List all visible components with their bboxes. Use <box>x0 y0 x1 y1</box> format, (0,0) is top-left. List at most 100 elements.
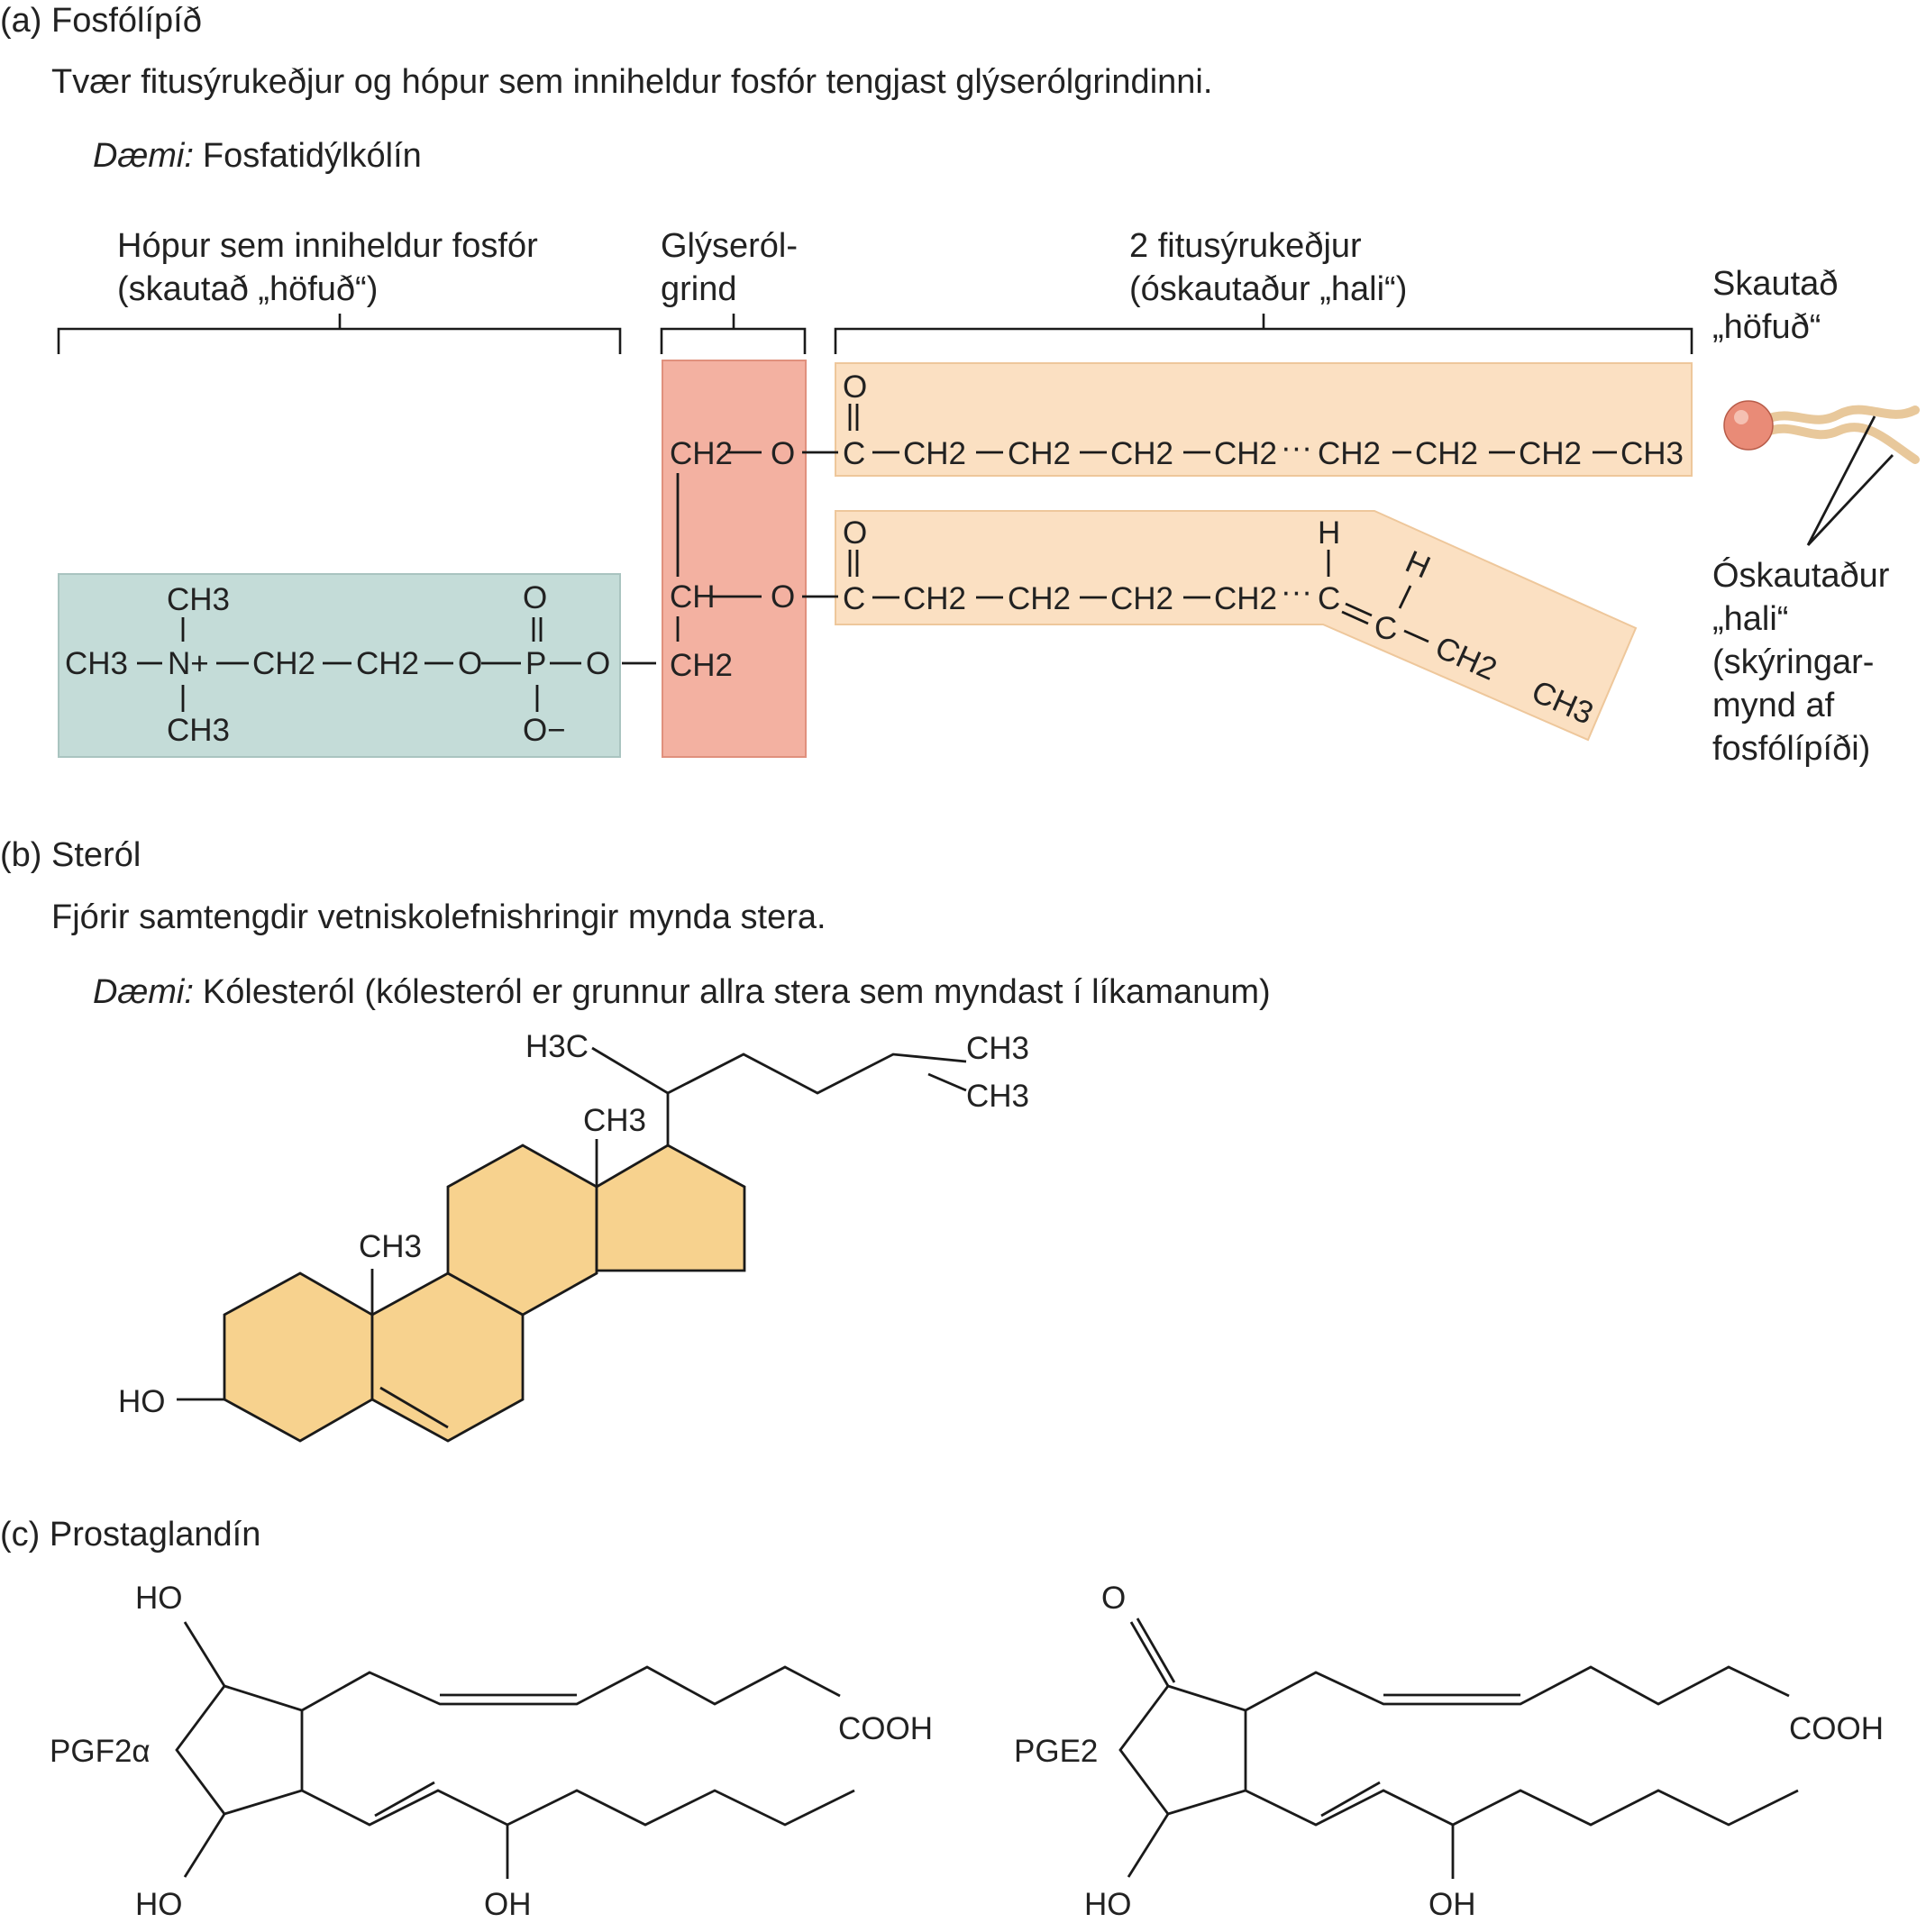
example-name: Kólesteról (kólesteról er grunnur allra … <box>203 973 1271 1011</box>
tail-1-ch2-1: CH2 <box>903 436 966 471</box>
polar-head-label-1: Skautað <box>1712 265 1838 303</box>
head-n-plus: N+ <box>168 646 209 681</box>
head-ch3-top: CH3 <box>167 582 230 617</box>
head-ch3-left: CH3 <box>65 646 128 681</box>
example-label: Dæmi: <box>93 973 194 1011</box>
cholesterol-ch3-b: CH3 <box>583 1103 646 1138</box>
tail-1-ch3: CH3 <box>1620 436 1684 471</box>
tail-2-c-h: C <box>1318 581 1340 616</box>
cholesterol-ch3-a: CH3 <box>359 1229 422 1264</box>
tail-1-box <box>835 362 1693 477</box>
pge2-lower-chain <box>1245 1789 1799 1827</box>
tail-1-ch2-5: CH2 <box>1318 436 1381 471</box>
cholesterol-h3c: H3C <box>525 1029 589 1064</box>
bracket-tails-label-2: (óskautaður „hali“) <box>1129 270 1407 308</box>
methyl-bonds <box>177 1139 598 1401</box>
head-ch2-1: CH2 <box>252 646 315 681</box>
bracket-glycerol <box>660 314 807 354</box>
ring-d <box>595 1144 746 1272</box>
tail-1-c: C <box>843 436 865 471</box>
tail-wave-1 <box>1760 405 1920 424</box>
pge2-upper-chain <box>1245 1665 1790 1712</box>
head-ch2-2: CH2 <box>356 646 419 681</box>
glycerol-c2: CH <box>670 579 716 615</box>
tail-2-ch2-4: CH2 <box>1214 581 1277 616</box>
tail-1-ch2-2: CH2 <box>1008 436 1071 471</box>
cholesterol-ch3-d: CH3 <box>966 1079 1029 1114</box>
pge2-cooh: COOH <box>1789 1711 1884 1746</box>
pgf2a-name: PGF2α <box>50 1734 151 1769</box>
section-b-title: (b) Steról <box>0 836 141 874</box>
glycerol-box <box>662 360 807 758</box>
pge2-structure: O HO OH COOH PGE2 <box>1014 1581 1884 1922</box>
head-group-structure: CH3 CH3 N+ CH2 CH2 O P O O O− CH3 <box>65 580 656 748</box>
tail-2-box <box>835 510 1638 742</box>
nonpolar-tail-label-5: fosfólípíði) <box>1712 730 1870 768</box>
nonpolar-tail-label-2: „hali“ <box>1712 600 1788 638</box>
tail-1-carbonyl-o: O <box>843 369 867 405</box>
tail-1-ch2-3: CH2 <box>1110 436 1173 471</box>
pge2-ho-bottom: HO <box>1084 1887 1132 1922</box>
pgf2a-oh: OH <box>484 1887 532 1922</box>
tail-2-dots: ··· <box>1281 574 1312 609</box>
tail-wave-2 <box>1760 423 1920 464</box>
bracket-tails-label-1: 2 fitusýrukeðjur <box>1129 227 1362 265</box>
pge2-o-top: O <box>1101 1581 1126 1616</box>
pgf2a-lower-chain <box>301 1789 855 1827</box>
cholesterol-side-chain <box>591 1046 967 1145</box>
tail-pointer-lines <box>1806 415 1894 546</box>
ring-c <box>446 1144 598 1317</box>
tail-2-carbonyl-o: O <box>843 515 867 551</box>
tail-2-c-2: C <box>1374 611 1397 646</box>
phospholipid-schematic: Skautað „höfuð“ Óskautaður „hali“ (skýri… <box>1712 265 1920 768</box>
pgf2a-ho-bottom: HO <box>135 1887 183 1922</box>
example-name: Fosfatidýlkólín <box>203 137 422 175</box>
pgf2a-ring <box>175 1684 304 1816</box>
glycerol-c1: CH2 <box>670 436 733 471</box>
glycerol-structure: CH2 O CH O CH2 <box>670 436 838 683</box>
polar-head-label-2: „höfuð“ <box>1712 308 1821 346</box>
section-a-example: Dæmi:Fosfatidýlkólín <box>93 137 422 175</box>
section-a-description: Tvær fitusýrukeðjur og hópur sem innihel… <box>51 63 1212 101</box>
pge2-oh: OH <box>1429 1887 1476 1922</box>
tail-2-c: C <box>843 581 865 616</box>
head-p: P <box>525 646 546 681</box>
nonpolar-tail-label-1: Óskautaður <box>1712 556 1890 595</box>
tail-2-ch2-1: CH2 <box>903 581 966 616</box>
section-c-title: (c) Prostaglandín <box>0 1516 260 1554</box>
bracket-head <box>57 314 622 354</box>
pgf2a-oh-bonds <box>183 1621 509 1879</box>
tail-1-ch2-4: CH2 <box>1214 436 1277 471</box>
head-ch3-bottom: CH3 <box>167 713 230 748</box>
section-a-title: (a) Fosfólípíð <box>0 2 202 40</box>
pgf2a-ho-top: HO <box>135 1581 183 1616</box>
nonpolar-tail-label-3: (skýringar- <box>1712 643 1874 681</box>
tail-2-h-1: H <box>1318 515 1340 551</box>
tail-1-structure: O C CH2 CH2 CH2 CH2 ··· CH2 CH2 CH2 CH3 <box>843 369 1684 471</box>
ring-a <box>223 1271 374 1443</box>
section-b-example: Dæmi:Kólesteról (kólesteról er grunnur a… <box>93 973 1271 1011</box>
bracket-glycerol-label-1: Glýseról- <box>661 227 798 265</box>
pgf2a-structure: HO HO OH COOH PGF2α <box>50 1581 933 1922</box>
bracket-tails <box>834 314 1693 354</box>
tail-1-ch2-7: CH2 <box>1519 436 1582 471</box>
head-o-1: O <box>458 646 482 681</box>
glycerol-o1: O <box>771 436 795 471</box>
glycerol-o2: O <box>771 579 795 615</box>
ring-b-double-bond <box>379 1386 449 1429</box>
pge2-ring <box>1118 1684 1247 1816</box>
head-group-box <box>58 573 621 758</box>
tail-1-ch2-6: CH2 <box>1415 436 1478 471</box>
tail-1-dots: ··· <box>1281 430 1312 465</box>
cholesterol-structure: HO CH3 CH3 H3C CH3 CH3 <box>118 1029 1029 1443</box>
pgf2a-cooh: COOH <box>838 1711 933 1746</box>
bracket-head-label-1: Hópur sem inniheldur fosfór <box>117 227 538 265</box>
head-o-double: O <box>523 580 547 615</box>
glycerol-c3: CH2 <box>670 648 733 683</box>
pgf2a-lower-double <box>374 1781 435 1818</box>
head-o-minus: O− <box>523 713 566 748</box>
pge2-substituent-bonds <box>1127 1618 1455 1879</box>
bracket-head-label-2: (skautað „höfuð“) <box>117 270 378 308</box>
tail-2-ch2-3: CH2 <box>1110 581 1173 616</box>
